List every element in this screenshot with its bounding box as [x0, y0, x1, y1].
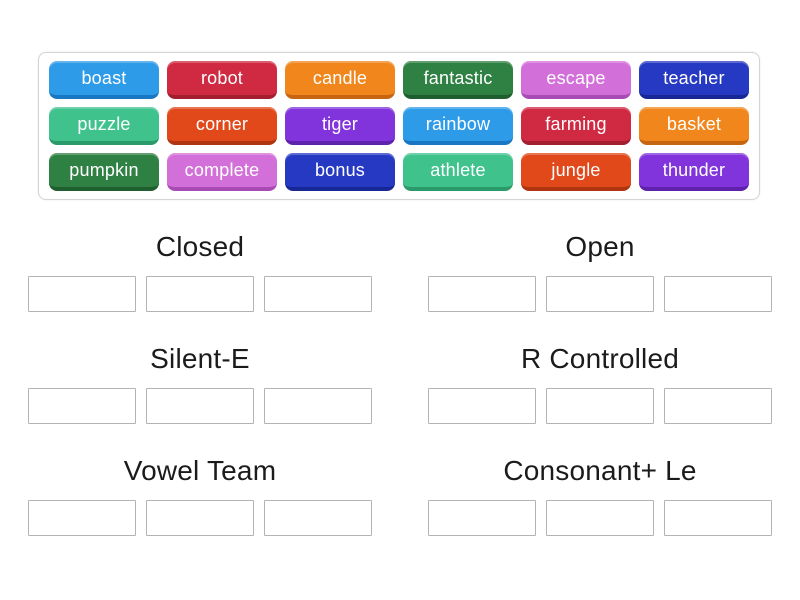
group-silent-e: Silent-E — [28, 342, 372, 424]
word-tile-bonus[interactable]: bonus — [285, 153, 395, 191]
drop-slot[interactable] — [428, 276, 536, 312]
word-tile-jungle[interactable]: jungle — [521, 153, 631, 191]
group-open: Open — [428, 230, 772, 312]
word-tile-basket[interactable]: basket — [639, 107, 749, 145]
word-tile-tiger[interactable]: tiger — [285, 107, 395, 145]
drop-slot[interactable] — [428, 388, 536, 424]
word-tile-complete[interactable]: complete — [167, 153, 277, 191]
drop-slot[interactable] — [546, 388, 654, 424]
group-slots — [28, 276, 372, 312]
group-slots — [28, 500, 372, 536]
drop-slot[interactable] — [146, 500, 254, 536]
drop-slot[interactable] — [28, 388, 136, 424]
group-title: Open — [565, 231, 635, 262]
group-slots — [428, 388, 772, 424]
drop-slot[interactable] — [664, 388, 772, 424]
group-closed: Closed — [28, 230, 372, 312]
group-slots — [428, 500, 772, 536]
word-tile-farming[interactable]: farming — [521, 107, 631, 145]
word-tile-candle[interactable]: candle — [285, 61, 395, 99]
word-tile-puzzle[interactable]: puzzle — [49, 107, 159, 145]
group-title: Silent-E — [150, 343, 250, 374]
word-tile-pumpkin[interactable]: pumpkin — [49, 153, 159, 191]
group-title: R Controlled — [520, 343, 680, 374]
drop-slot[interactable] — [664, 500, 772, 536]
drop-slot[interactable] — [664, 276, 772, 312]
drop-slot[interactable] — [264, 388, 372, 424]
word-tile-corner[interactable]: corner — [167, 107, 277, 145]
drop-slot[interactable] — [264, 500, 372, 536]
group-title: Closed — [155, 231, 245, 262]
drop-slot[interactable] — [146, 388, 254, 424]
word-tile-robot[interactable]: robot — [167, 61, 277, 99]
drop-slot[interactable] — [146, 276, 254, 312]
drop-slot[interactable] — [546, 276, 654, 312]
word-tile-boast[interactable]: boast — [49, 61, 159, 99]
group-consonant-le: Consonant+ Le — [428, 454, 772, 536]
drop-slot[interactable] — [28, 500, 136, 536]
word-tile-athlete[interactable]: athlete — [403, 153, 513, 191]
word-tile-rainbow[interactable]: rainbow — [403, 107, 513, 145]
group-r-controlled: R Controlled — [428, 342, 772, 424]
drop-slot[interactable] — [428, 500, 536, 536]
drop-slot[interactable] — [264, 276, 372, 312]
drop-slot[interactable] — [546, 500, 654, 536]
group-vowel-team: Vowel Team — [28, 454, 372, 536]
word-tile-teacher[interactable]: teacher — [639, 61, 749, 99]
group-title: Vowel Team — [123, 455, 277, 486]
word-tile-fantastic[interactable]: fantastic — [403, 61, 513, 99]
word-tile-escape[interactable]: escape — [521, 61, 631, 99]
drop-slot[interactable] — [28, 276, 136, 312]
group-title: Consonant+ Le — [503, 455, 697, 486]
group-slots — [28, 388, 372, 424]
word-tile-thunder[interactable]: thunder — [639, 153, 749, 191]
group-slots — [428, 276, 772, 312]
